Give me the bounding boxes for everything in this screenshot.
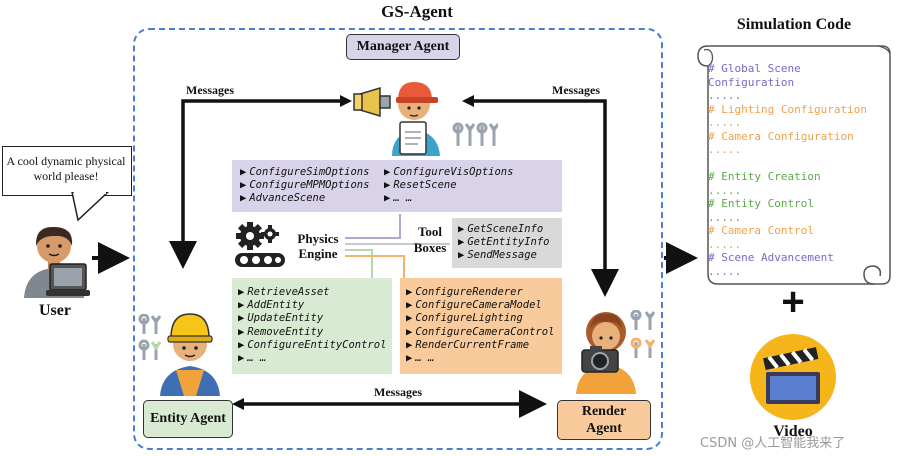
plus-symbol: + xyxy=(781,280,805,324)
clapperboard-icon xyxy=(750,334,836,420)
tool-item: ▶AddEntity xyxy=(238,299,305,312)
entity-toolbox: ▶RetrieveAsset ▶AddEntity ▶UpdateEntity … xyxy=(232,278,392,374)
tool-item: ▶ConfigureRenderer xyxy=(406,286,523,298)
tool-item: ▶RemoveEntity xyxy=(238,325,324,338)
speech-bubble-icon xyxy=(71,192,110,222)
scroll-icon xyxy=(697,45,891,285)
tools-icon xyxy=(630,310,656,358)
code-line: ..... xyxy=(708,183,742,197)
manager-tools-col2: ▶ConfigureVisOptions ▶ResetScene ▶… … xyxy=(384,166,513,206)
messages-left-label: Messages xyxy=(186,83,234,97)
tool-item: ▶ConfigureVisOptions xyxy=(384,166,514,178)
code-line: # Entity Control xyxy=(708,197,814,210)
messages-left-arrow xyxy=(169,99,345,269)
code-line: # Lighting Configuration xyxy=(708,102,867,116)
tool-item: ▶ConfigureCameraControl xyxy=(406,325,555,338)
code-line: # Global Scene xyxy=(708,62,801,75)
video-label: Video xyxy=(773,423,813,440)
code-line: # Camera Configuration xyxy=(708,129,854,143)
code-line: ..... xyxy=(708,237,742,251)
tool-item: ▶… … xyxy=(384,192,413,205)
worker-avatar-icon xyxy=(160,313,220,396)
messages-bottom-label: Messages xyxy=(374,385,422,399)
tool-item: ▶UpdateEntity xyxy=(238,312,324,325)
gs-agent-container xyxy=(133,28,663,450)
simulation-code-body: # Global Scene Configuration ..... # Lig… xyxy=(708,62,882,278)
conveyor-icon xyxy=(235,253,285,267)
tool-item: ▶GetSceneInfo xyxy=(458,223,544,235)
code-line: Configuration xyxy=(708,75,795,89)
gears-icon xyxy=(236,222,279,250)
tool-item: ▶AdvanceScene xyxy=(240,192,326,205)
render-toolbox: ▶ConfigureRenderer ▶ConfigureCameraModel… xyxy=(400,278,562,374)
code-line: ..... xyxy=(708,210,742,224)
tool-item: ▶ConfigureEntityControl xyxy=(238,338,387,351)
camera-icon xyxy=(581,346,619,373)
code-line: ..... xyxy=(708,89,742,102)
user-speech-bubble xyxy=(2,146,132,196)
tools-icon xyxy=(452,122,498,146)
manager-toolbox: ▶ConfigureSimOptions ▶ConfigureMPMOption… xyxy=(232,160,562,212)
simulation-code-title: Simulation Code xyxy=(736,16,852,33)
tool-item: ▶RetrieveAsset xyxy=(238,286,330,298)
code-line: ..... xyxy=(708,116,742,129)
diagram-title: GS-Agent xyxy=(381,2,453,21)
photographer-avatar-icon xyxy=(576,312,636,394)
user-speech-text: A cool dynamic physical world please! xyxy=(6,154,126,183)
tool-boxes-label: Tool Boxes xyxy=(413,224,447,255)
tool-item: ▶GetEntityInfo xyxy=(458,236,550,249)
clipboard-icon xyxy=(399,121,427,155)
tool-item: ▶SendMessage xyxy=(458,249,537,262)
megaphone-icon xyxy=(353,86,391,118)
tool-item: ▶ResetScene xyxy=(384,179,457,192)
code-line: # Entity Creation xyxy=(708,170,821,183)
tool-item: ▶RenderCurrentFrame xyxy=(406,338,530,351)
code-line: ..... xyxy=(708,264,742,278)
tool-item: ▶… … xyxy=(406,352,435,365)
tool-item: ▶… … xyxy=(238,352,267,365)
common-toolbox: ▶GetSceneInfo ▶GetEntityInfo ▶SendMessag… xyxy=(452,218,562,268)
tool-item: ▶ConfigureLighting xyxy=(406,312,523,325)
physics-engine-label: Physics Engine xyxy=(297,231,339,261)
watermark: CSDN @人工智能我来了 xyxy=(700,436,846,451)
code-line: ..... xyxy=(708,143,742,156)
tool-item: ▶ConfigureMPMOptions xyxy=(240,179,370,192)
code-line: # Camera Control xyxy=(708,224,814,237)
messages-right-label: Messages xyxy=(552,83,600,97)
user-label: User xyxy=(39,302,71,319)
tool-item: ▶ConfigureSimOptions xyxy=(240,166,370,178)
manager-tools-col1: ▶ConfigureSimOptions ▶ConfigureMPMOption… xyxy=(240,166,369,206)
tool-item: ▶ConfigureCameraModel xyxy=(406,299,542,312)
messages-right-arrow xyxy=(470,99,619,297)
entity-agent-label: Entity Agent xyxy=(143,400,233,438)
laptop-icon xyxy=(46,263,90,296)
manager-agent-label: Manager Agent xyxy=(346,34,460,60)
code-line: # Scene Advancement xyxy=(708,251,834,264)
render-agent-label: Render Agent xyxy=(557,400,651,440)
tools-icon xyxy=(138,314,162,360)
code-line xyxy=(708,157,882,171)
